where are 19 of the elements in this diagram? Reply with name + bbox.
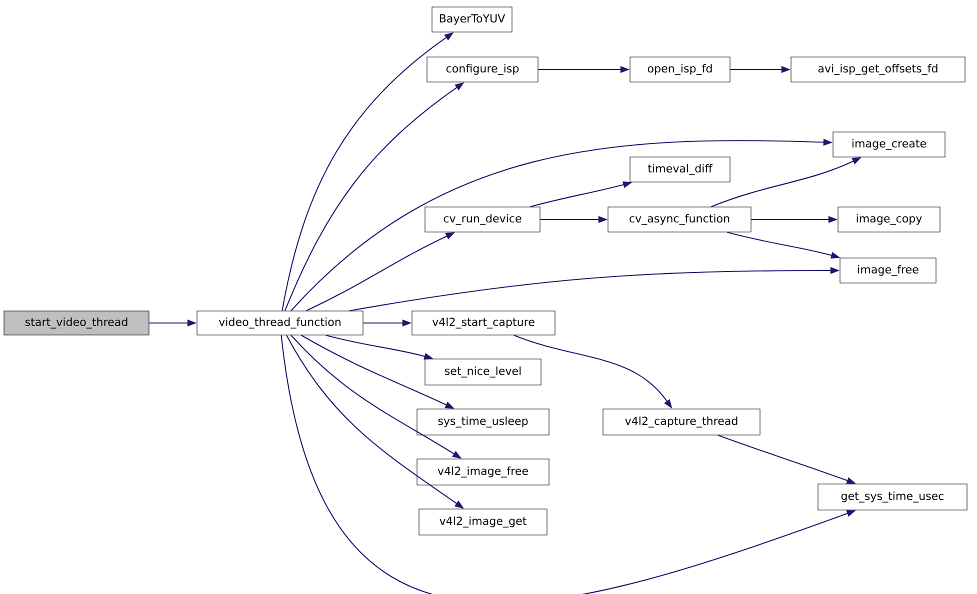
function-box: v4l2_image_get <box>418 508 548 536</box>
function-box: avi_isp_get_offsets_fd <box>790 56 966 82</box>
function-box: image_copy <box>838 206 940 232</box>
function-box: timeval_diff <box>630 156 730 182</box>
function-box: image_free <box>840 258 936 284</box>
function-box: v4l2_capture_thread <box>602 408 760 436</box>
function-box: get_sys_time_usec <box>818 484 968 510</box>
function-box: v4l2_start_capture <box>412 310 556 336</box>
function-box: open_isp_fd <box>630 56 730 82</box>
function-box: start_video_thread <box>4 310 150 336</box>
function-box: set_nice_level <box>424 358 542 386</box>
function-box: cv_async_function <box>608 206 752 232</box>
function-box: sys_time_usleep <box>416 408 550 436</box>
function-box: BayerToYUV <box>432 6 512 32</box>
function-box: image_create <box>832 132 946 158</box>
function-box: configure_isp <box>426 56 538 82</box>
function-box: video_thread_function <box>196 310 364 336</box>
function-box: v4l2_image_free <box>416 458 550 486</box>
function-box: cv_run_device <box>424 206 540 232</box>
